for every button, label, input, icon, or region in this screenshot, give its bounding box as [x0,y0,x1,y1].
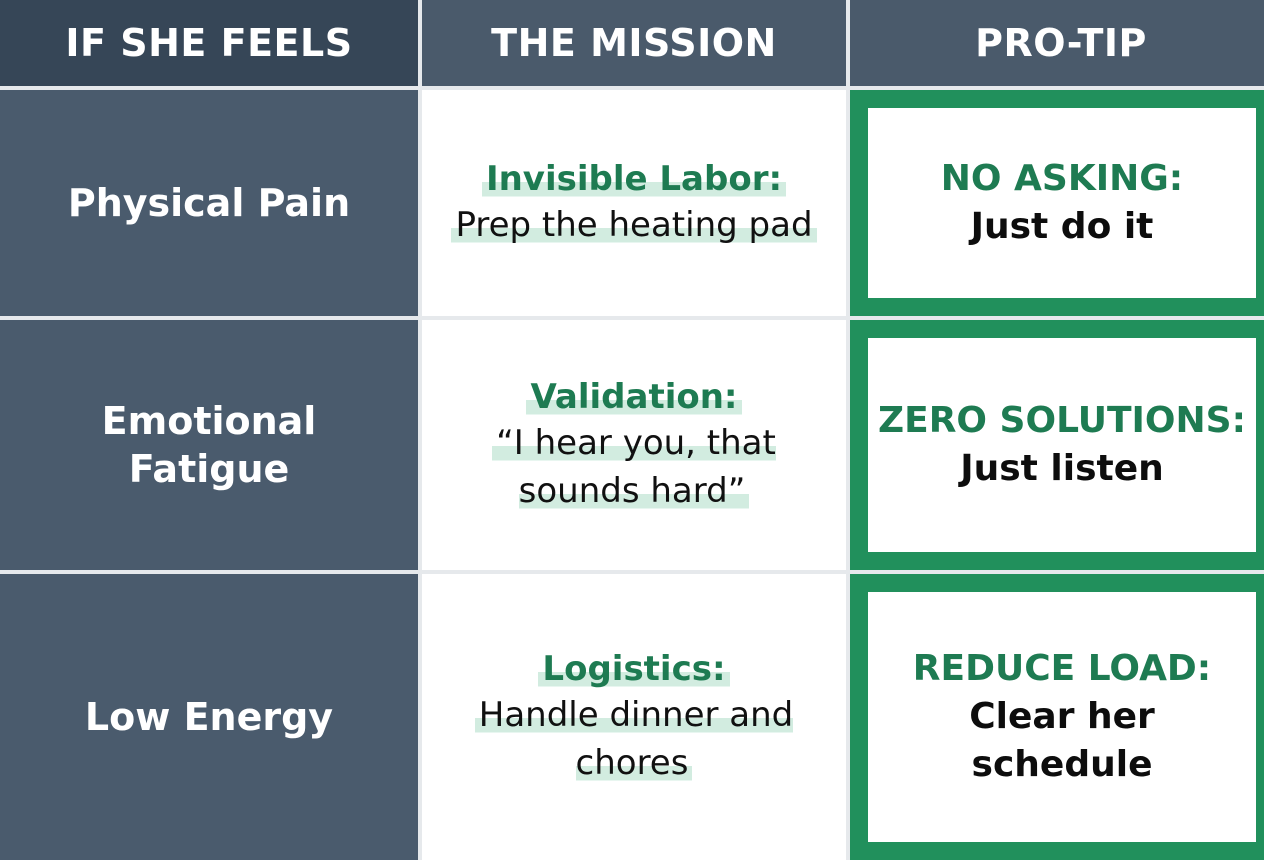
column-header-feels: IF SHE FEELS [0,0,418,86]
pro-tip-box: NO ASKING: Just do it [868,108,1256,298]
mission-label: Validation: [526,375,742,419]
pro-tip-label: REDUCE LOAD: [912,648,1212,689]
pro-tip-cell: ZERO SOLUTIONS: Just listen [850,320,1264,570]
column-header-mission: THE MISSION [422,0,846,86]
mission-label: Logistics: [538,647,730,691]
mission-cell: Logistics: Handle dinner and chores [422,574,846,860]
pro-tip-text: Clear her schedule [969,696,1155,785]
column-header-pro-tip: PRO-TIP [850,0,1264,86]
pro-tip-text: Just listen [960,448,1164,489]
feeling-cell: Physical Pain [0,90,418,316]
mission-text: “I hear you, that sounds hard” [434,419,834,515]
mission-label: Invisible Labor: [481,157,787,201]
feeling-cell: Low Energy [0,574,418,860]
pro-tip-text: Just do it [970,206,1154,247]
feeling-cell: Emotional Fatigue [0,320,418,570]
mission-text: Prep the heating pad [451,201,817,249]
mission-cell: Invisible Labor: Prep the heating pad [422,90,846,316]
mission-text: Handle dinner and chores [434,691,834,787]
pro-tip-box: REDUCE LOAD: Clear her schedule [868,592,1256,842]
pro-tip-label: ZERO SOLUTIONS: [878,400,1246,441]
pro-tip-label: NO ASKING: [940,158,1184,199]
mission-cell: Validation: “I hear you, that sounds har… [422,320,846,570]
pro-tip-cell: NO ASKING: Just do it [850,90,1264,316]
pro-tip-cell: REDUCE LOAD: Clear her schedule [850,574,1264,860]
pro-tip-box: ZERO SOLUTIONS: Just listen [868,338,1256,552]
